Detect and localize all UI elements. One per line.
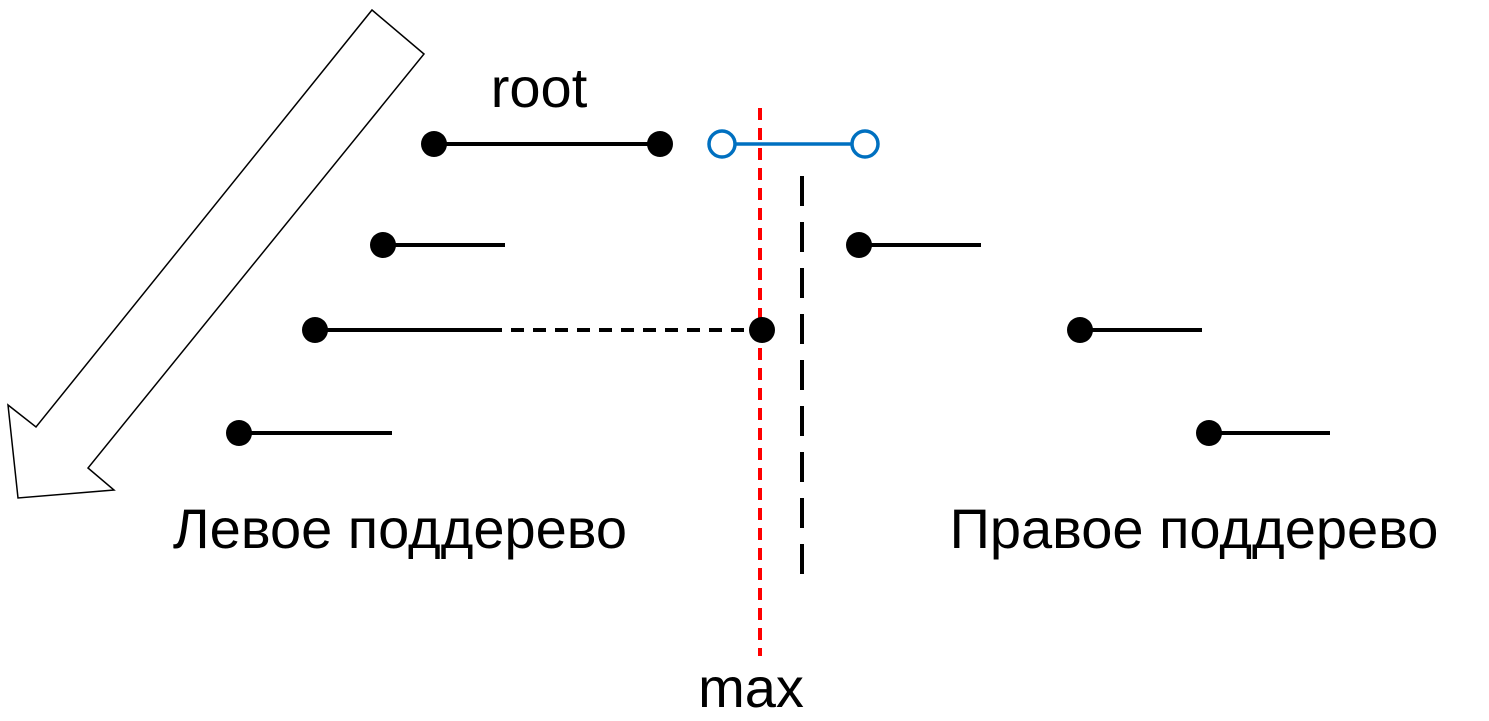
root-interval [421,131,673,157]
max-label: max [698,656,804,719]
root-interval-end-point [647,131,673,157]
right-subtree-label: Правое поддерево [950,497,1439,560]
left-subtree-interval [370,232,505,258]
right-subtree-interval [1196,420,1330,446]
interval-start-point [1067,317,1093,343]
right-subtree-interval [1067,317,1202,343]
left-subtree-label: Левое поддерево [173,497,627,560]
descend-left-arrow [7,8,426,499]
query-interval-end-point [850,129,880,159]
interval-start-point [846,232,872,258]
left-subtree-interval [226,420,392,446]
left-subtree-interval-with-max [302,317,775,343]
query-interval [707,129,880,159]
interval-start-point [370,232,396,258]
query-interval-start-point [707,129,737,159]
interval-start-point [302,317,328,343]
max-point [749,317,775,343]
root-interval-start-point [421,131,447,157]
interval-start-point [226,420,252,446]
root-label: root [491,56,588,119]
interval-start-point [1196,420,1222,446]
right-subtree-interval [846,232,981,258]
